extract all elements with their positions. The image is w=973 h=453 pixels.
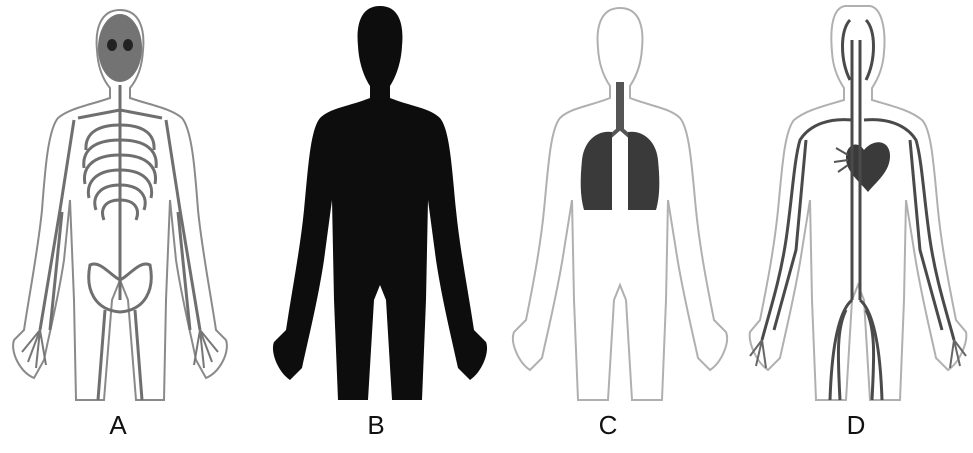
lungs-icon <box>500 0 740 453</box>
figure-label-b: B <box>356 410 396 441</box>
skeleton-icon <box>0 0 240 453</box>
figure-a-skeletal-system: A <box>0 0 240 453</box>
figure-label-d: D <box>836 410 876 441</box>
figure-c-respiratory-system: C <box>500 0 740 453</box>
figure-label-c: C <box>588 410 628 441</box>
body-silhouette-icon <box>260 0 500 453</box>
blood-vessels-icon <box>740 0 973 453</box>
figure-label-a: A <box>98 410 138 441</box>
figure-d-circulatory-system: D <box>740 0 973 453</box>
figure-b-integumentary-system: B <box>260 0 500 453</box>
